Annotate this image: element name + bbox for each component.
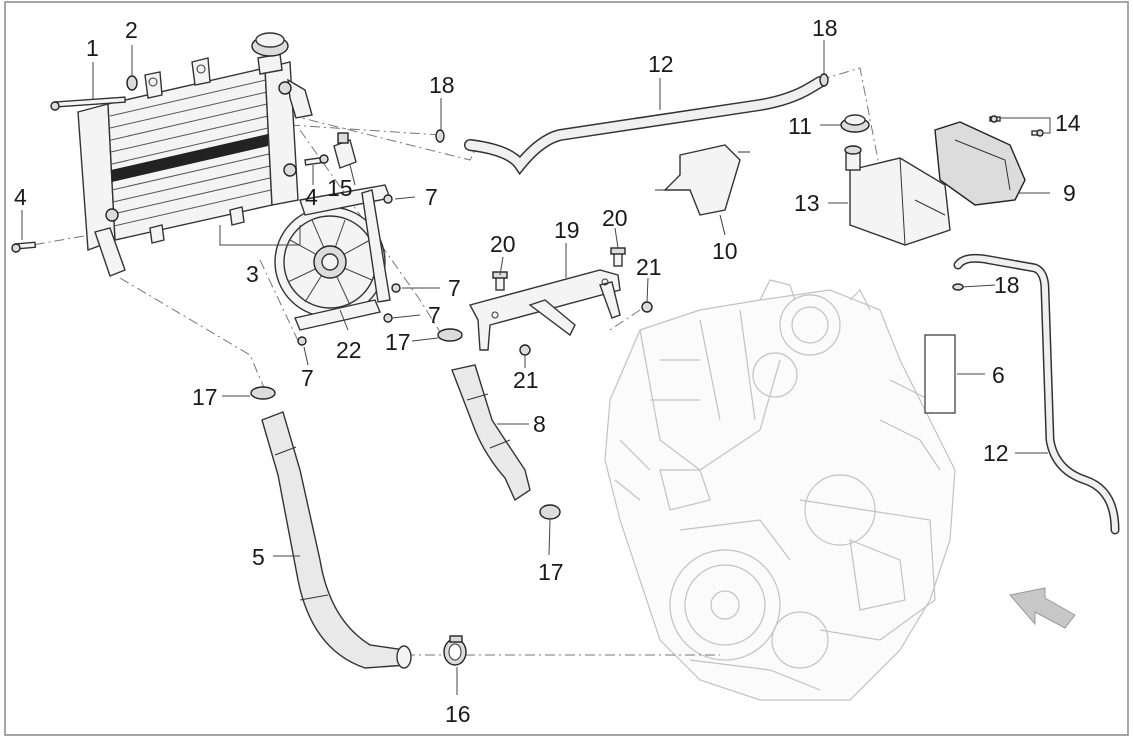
engine-block bbox=[604, 279, 956, 701]
fan-switch-part-15 bbox=[333, 132, 357, 169]
reservoir-cover-part-9 bbox=[934, 121, 1026, 206]
callout-8: 8 bbox=[533, 411, 546, 437]
cooling-fan bbox=[274, 184, 391, 331]
callout-7-b: 7 bbox=[448, 275, 461, 301]
callout-7-a: 7 bbox=[425, 184, 438, 210]
callout-17-mid: 17 bbox=[385, 329, 411, 355]
coolant-reservoir bbox=[844, 145, 951, 246]
callout-2: 2 bbox=[125, 17, 138, 43]
callout-12-right: 12 bbox=[983, 440, 1009, 466]
callout-16: 16 bbox=[445, 701, 471, 727]
callout-18-left: 18 bbox=[429, 72, 455, 98]
clamp-part-16 bbox=[443, 635, 467, 666]
diagram-frame bbox=[4, 1, 1129, 736]
callout-1: 1 bbox=[86, 35, 99, 61]
screws-part-14 bbox=[989, 115, 1044, 137]
bracket-part-10 bbox=[655, 144, 750, 216]
callout-21-lower: 21 bbox=[513, 367, 539, 393]
callout-20-left: 20 bbox=[490, 231, 516, 257]
mount-bracket-part-19 bbox=[468, 269, 621, 351]
callout-13: 13 bbox=[794, 190, 820, 216]
callout-4-right: 4 bbox=[305, 184, 318, 210]
hose-part-12-right bbox=[953, 253, 1120, 535]
callout-4-left: 4 bbox=[14, 184, 27, 210]
radiator bbox=[77, 32, 313, 277]
bolt-part-4-right bbox=[304, 154, 329, 166]
callout-19: 19 bbox=[554, 217, 580, 243]
front-direction-arrow-icon bbox=[1009, 587, 1076, 629]
clamp-part-18-upper-right bbox=[819, 73, 829, 87]
callout-labels: 1 2 3 4 4 5 6 7 7 7 7 8 9 10 11 12 12 13… bbox=[14, 15, 1081, 727]
hose-part-5 bbox=[261, 411, 412, 669]
callout-18-right: 18 bbox=[994, 272, 1020, 298]
bolt-part-1 bbox=[50, 96, 126, 111]
callout-15: 15 bbox=[327, 175, 353, 201]
callout-18-upper-right: 18 bbox=[812, 15, 838, 41]
clamp-part-18-upper-left bbox=[435, 129, 445, 143]
hose-part-12-upper bbox=[464, 76, 826, 176]
clamp-part-17-hose5-top bbox=[250, 386, 276, 400]
callout-12-upper: 12 bbox=[648, 51, 674, 77]
callout-9: 9 bbox=[1063, 180, 1076, 206]
hose-part-8 bbox=[451, 364, 531, 502]
callout-17-left: 17 bbox=[192, 384, 218, 410]
callout-17-right: 17 bbox=[538, 559, 564, 585]
callout-5: 5 bbox=[252, 544, 265, 570]
callout-21-upper: 21 bbox=[636, 254, 662, 280]
nuts-part-21 bbox=[519, 301, 653, 356]
callout-22: 22 bbox=[336, 337, 362, 363]
assembly-centerlines bbox=[14, 67, 881, 656]
callout-11: 11 bbox=[788, 113, 812, 139]
callout-7-c: 7 bbox=[428, 302, 441, 328]
callout-3: 3 bbox=[246, 261, 259, 287]
washer-part-2 bbox=[126, 75, 138, 91]
bolt-part-4-left bbox=[11, 241, 37, 253]
callout-14: 14 bbox=[1055, 110, 1081, 136]
clamp-part-17-hose8-top bbox=[437, 328, 463, 342]
leader-lines bbox=[21, 40, 1051, 695]
clamp-part-17-hose8-bottom bbox=[539, 504, 561, 520]
callout-10: 10 bbox=[712, 238, 738, 264]
callout-6: 6 bbox=[992, 362, 1005, 388]
reservoir-cap-part-11 bbox=[840, 114, 870, 133]
decal-part-6 bbox=[924, 334, 956, 414]
callout-7-d: 7 bbox=[301, 365, 314, 391]
callout-20-right: 20 bbox=[602, 205, 628, 231]
clamp-part-18-right bbox=[952, 283, 964, 291]
